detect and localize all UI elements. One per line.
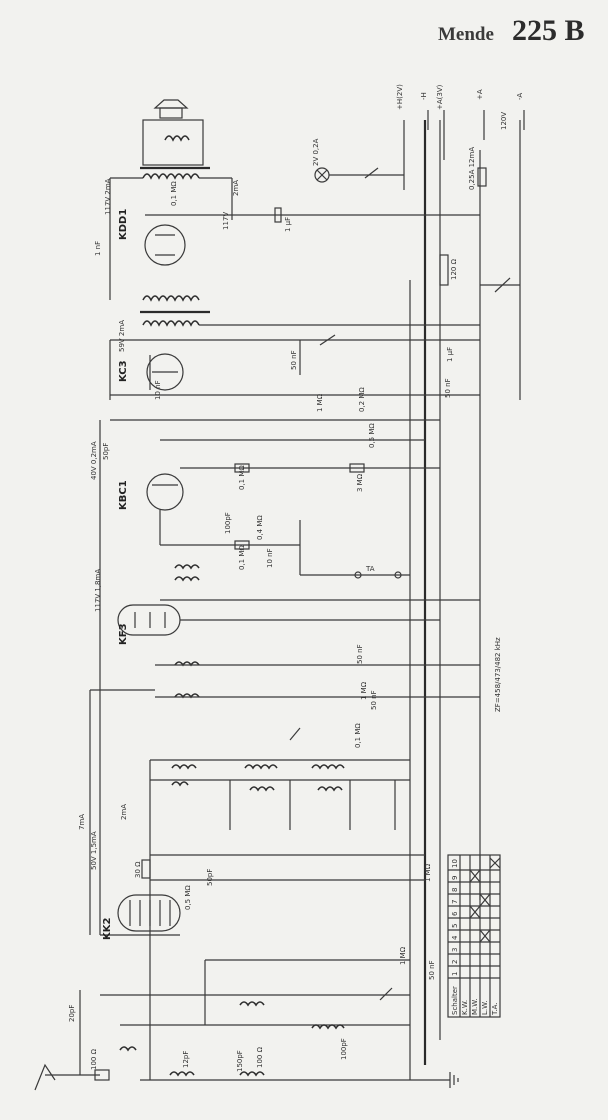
switch-table-row: L.W.	[481, 1001, 489, 1015]
component-label: 1 MΩ	[360, 681, 368, 700]
supply-terminal-label: +A(3V)	[436, 84, 444, 110]
switch-table-column: 7	[451, 900, 459, 904]
component-label: 50pF	[206, 869, 214, 886]
resistor-120ohm	[439, 254, 449, 286]
component-label: 59V 2mA	[118, 320, 126, 352]
model-number: 225 B	[512, 14, 585, 47]
component-label: 20pF	[68, 1005, 76, 1022]
supply-terminal-label: +H(2V)	[396, 84, 404, 110]
component-label: 0,5 MΩ	[368, 423, 376, 448]
power-switch	[494, 277, 511, 293]
brand-name: Mende	[438, 24, 494, 45]
component-label: 40V 0,2mA	[90, 441, 98, 480]
component-label: 1 MΩ	[316, 393, 324, 412]
component-label: 0,1 MΩ	[238, 465, 246, 490]
component-label: 100pF	[340, 1038, 348, 1060]
component-label: 2V 0,2A	[312, 138, 320, 166]
supply-terminal-label: +A	[476, 89, 484, 100]
tube-kf3	[117, 564, 480, 699]
component-label: 117V 2mA	[104, 178, 112, 215]
switch-table-column: 8	[451, 888, 459, 892]
switch-table-column: 1	[451, 972, 459, 976]
output-transformer	[109, 166, 233, 300]
switch-table-column: 5	[451, 924, 459, 928]
switch-table-row: M.W.	[471, 998, 479, 1015]
switch-table-row: K.W.	[461, 1000, 469, 1015]
tube-kk2	[89, 420, 425, 936]
pilot-lamp-icon	[314, 167, 404, 183]
component-label: 1 MΩ	[424, 863, 432, 882]
tube-label: KBC1	[118, 480, 129, 510]
component-label: 50 nF	[444, 378, 452, 398]
switch-table-column: 2	[451, 960, 459, 964]
component-label: 117V 1,8mA	[94, 569, 102, 612]
tube-label: KF3	[118, 623, 129, 645]
switch-table-column: 3	[451, 948, 459, 952]
switch-table-row: T.A.	[491, 1002, 499, 1016]
component-label: 1 µF	[284, 217, 292, 232]
component-label: 100 Ω	[256, 1046, 264, 1068]
component-label: 2mA	[120, 804, 128, 820]
ground-icon	[425, 1072, 459, 1088]
component-label: 0,1 MΩ	[170, 181, 178, 206]
component-label: TA	[365, 565, 375, 573]
switch-table-column: 10	[451, 859, 459, 868]
component-label: 100pF	[224, 512, 232, 534]
tube-kdd1	[144, 207, 480, 266]
component-label: 120 Ω	[450, 258, 458, 280]
component-label: 50 nF	[428, 960, 436, 980]
component-label: 50pF	[102, 443, 110, 460]
component-label: 1 MΩ	[399, 946, 407, 965]
supply-terminal-label: 120V	[500, 112, 508, 130]
tube-label: KDD1	[118, 209, 129, 240]
tube-label: KC3	[118, 360, 129, 382]
component-label: 0,1 MΩ	[354, 723, 362, 748]
component-label: 117V	[222, 212, 230, 230]
component-label: 100 Ω	[90, 1048, 98, 1070]
component-label: 30 Ω	[134, 861, 142, 878]
driver-transformer	[140, 295, 480, 327]
input-tuning-section	[100, 959, 410, 1077]
loudspeaker-icon	[142, 99, 204, 166]
tube-kc3	[109, 334, 480, 400]
component-label: 0,5 MΩ	[184, 885, 192, 910]
component-label: 50 nF	[370, 690, 378, 710]
component-label: 0,2 MΩ	[358, 387, 366, 412]
component-label: 0,25A 12mA	[468, 147, 476, 190]
component-labels: 117V 2mA 2mA 0,1 MΩ 1 nF 117V 1 µF 2V 0,…	[68, 138, 502, 1072]
component-label: 50V 1,5mA	[90, 831, 98, 870]
supply-terminal-label: -H	[420, 92, 428, 100]
component-label: 3 MΩ	[356, 473, 364, 492]
component-label: 7mA	[78, 814, 86, 830]
component-label: 1 nF	[94, 241, 102, 256]
component-label: 50 nF	[356, 644, 364, 664]
component-label: 0,4 MΩ	[256, 515, 264, 540]
component-label: 150pF	[236, 1050, 244, 1072]
antenna-icon	[34, 990, 110, 1091]
supply-terminals: +H(2V) -H +A(3V) +A 120V -A	[396, 84, 525, 190]
component-label: 50 nF	[290, 350, 298, 370]
component-label: 10 nF	[154, 380, 162, 400]
component-label: 1 µF	[446, 347, 454, 362]
component-label: ZF=458/473/482 kHz	[494, 637, 502, 712]
switch-table-column: 4	[451, 935, 459, 940]
component-label: 10 nF	[266, 548, 274, 568]
component-label: 2mA	[232, 180, 240, 196]
switch-table: Schalter K.W. M.W. L.W. T.A. 1 2 3 4 5 6…	[447, 854, 501, 1018]
tube-label: KK2	[102, 918, 113, 940]
supply-terminal-label: -A	[516, 93, 524, 100]
switch-table-column: 9	[451, 876, 459, 880]
component-label: 0,1 MΩ	[238, 545, 246, 570]
tube-kbc1	[110, 419, 440, 579]
switch-table-column: 6	[451, 911, 459, 916]
fuse-025a	[477, 167, 487, 187]
switch-table-row: Schalter	[451, 986, 459, 1015]
component-label: 12pF	[182, 1051, 190, 1068]
